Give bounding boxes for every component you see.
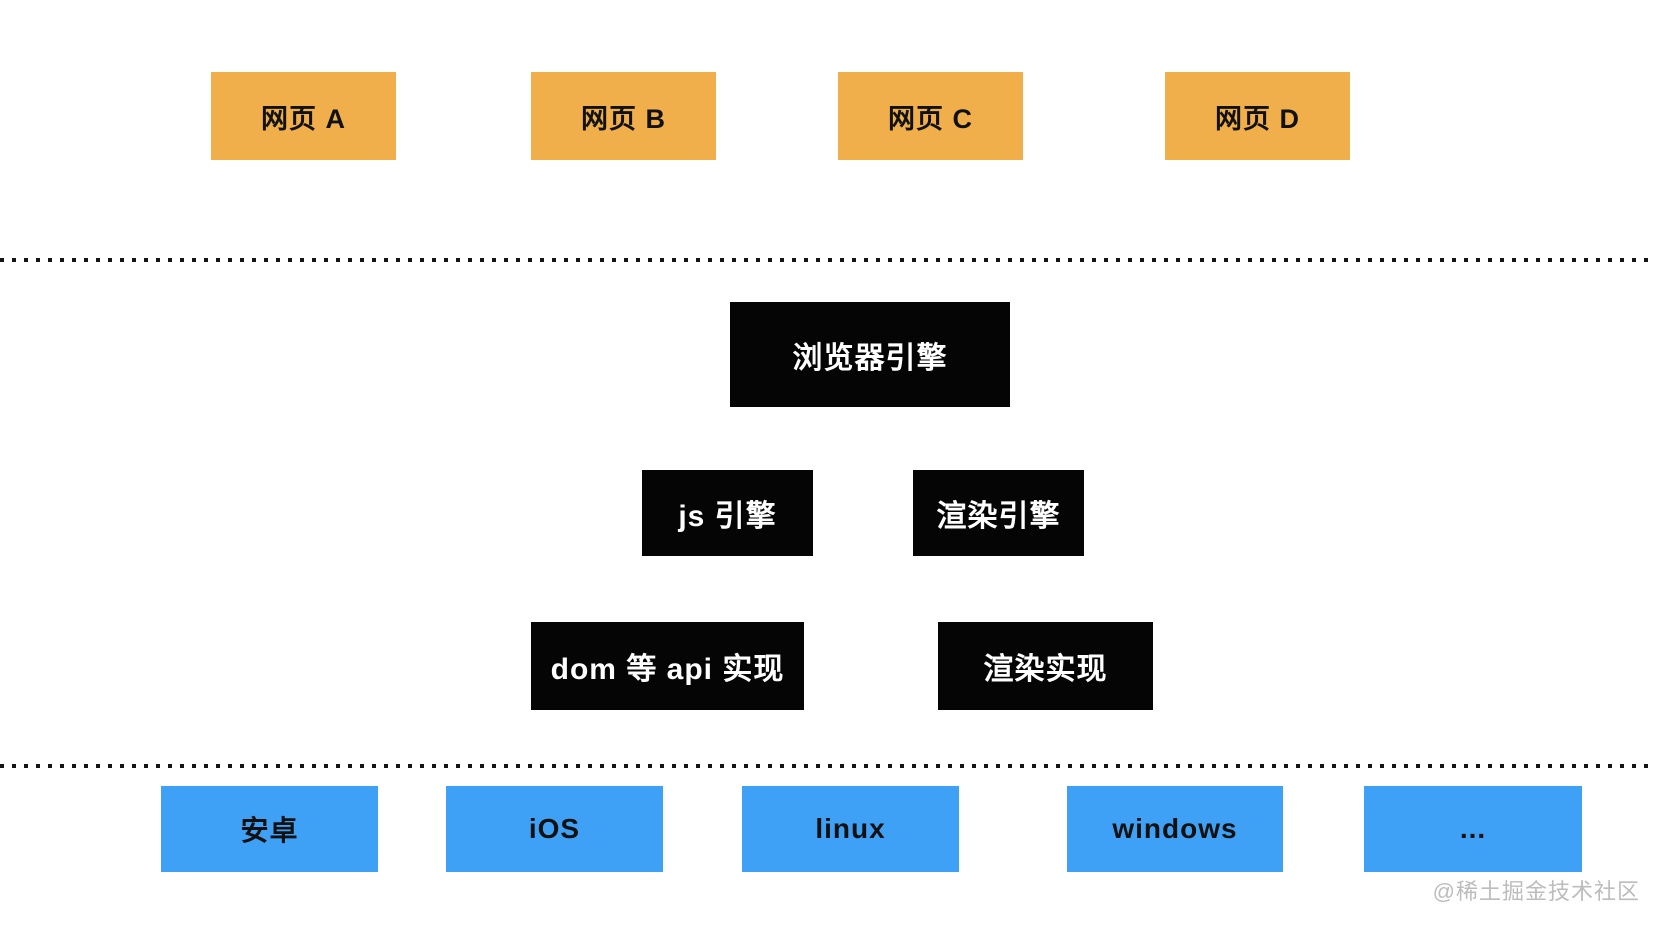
platform-ellipsis-box: ... [1364,786,1582,872]
platform-android-box: 安卓 [161,786,378,872]
webpage-a-label: 网页 A [261,103,346,134]
webpage-a-box: 网页 A [211,72,396,160]
separator-top-dotted-line [0,258,1656,262]
platform-linux-label: linux [815,813,886,844]
webpage-c-label: 网页 C [888,103,973,134]
platform-windows-label: windows [1112,813,1238,844]
render-implementation-box: 渲染实现 [938,622,1153,710]
browser-engine-box: 浏览器引擎 [730,302,1010,407]
platform-ios-label: iOS [528,813,581,844]
browser-engine-label: 浏览器引擎 [792,341,948,375]
platform-windows-box: windows [1067,786,1283,872]
dom-api-implementation-label: dom 等 api 实现 [550,653,785,686]
webpage-b-box: 网页 B [531,72,716,160]
webpage-d-label: 网页 D [1215,103,1300,134]
js-engine-label: js 引擎 [678,500,777,533]
render-implementation-label: 渲染实现 [983,653,1108,686]
platform-linux-box: linux [742,786,959,872]
platform-ellipsis-label: ... [1459,813,1487,844]
webpage-d-box: 网页 D [1165,72,1350,160]
js-engine-box: js 引擎 [642,470,813,556]
render-engine-box: 渲染引擎 [913,470,1084,556]
render-engine-label: 渲染引擎 [936,500,1061,533]
webpage-c-box: 网页 C [838,72,1023,160]
dom-api-implementation-box: dom 等 api 实现 [531,622,804,710]
platform-android-label: 安卓 [240,815,299,846]
webpage-b-label: 网页 B [581,103,666,134]
platform-ios-box: iOS [446,786,663,872]
separator-bottom-dotted-line [0,764,1656,768]
juejin-watermark: @稀土掘金技术社区 [1432,879,1640,904]
